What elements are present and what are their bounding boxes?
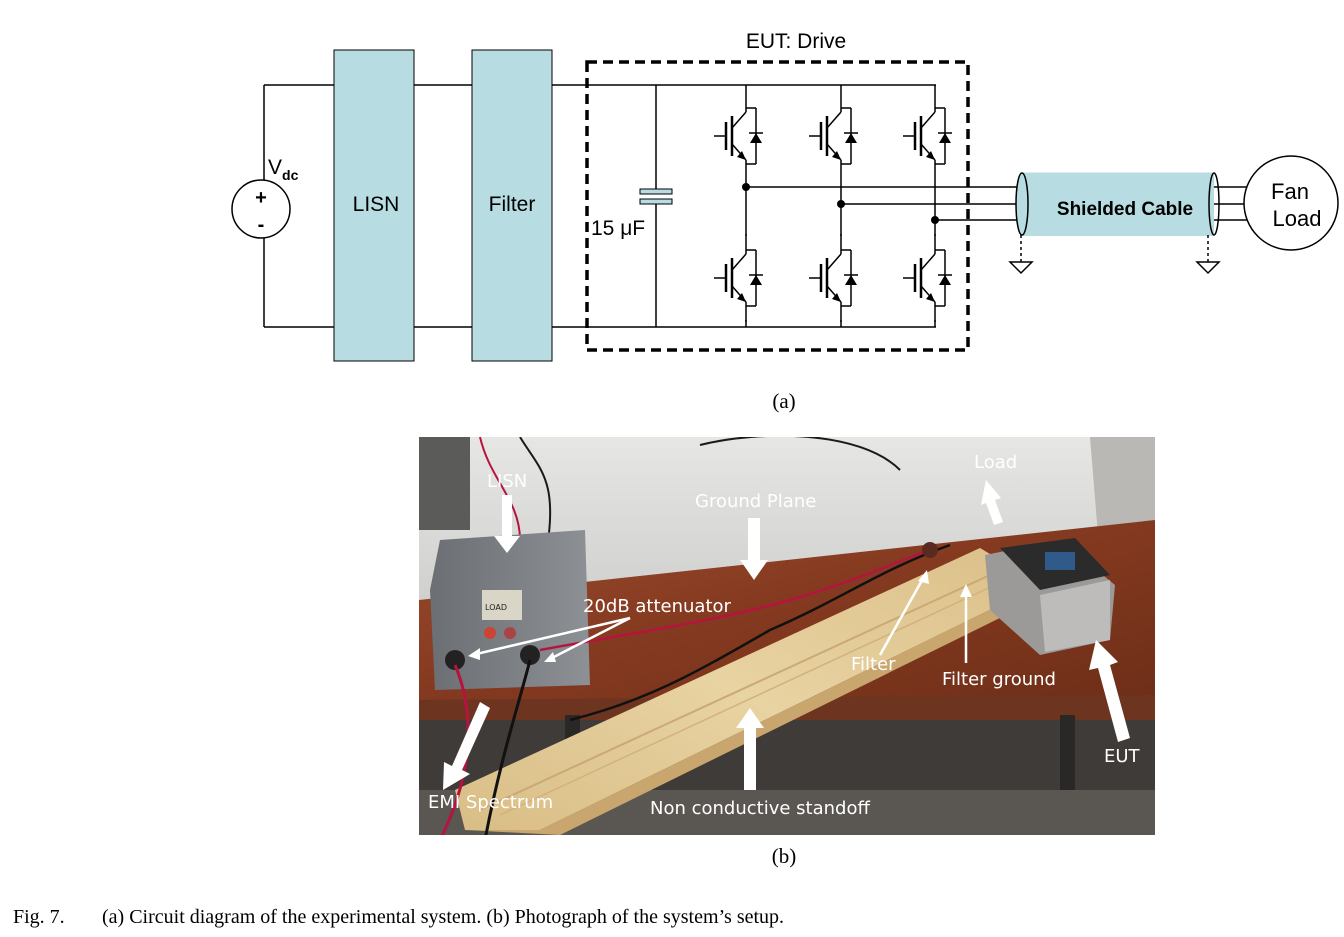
photo-label-eut: EUT xyxy=(1104,746,1141,767)
photo-label-attenuator: 20dB attenuator xyxy=(583,596,732,617)
photo-label-load: Load xyxy=(974,452,1017,473)
igbt-low-2 xyxy=(807,232,860,324)
filter-label: Filter xyxy=(489,193,536,216)
fan-load: Fan Load xyxy=(1243,155,1339,251)
arrow-ground-plane xyxy=(740,518,768,580)
igbt-high-1 xyxy=(712,90,765,182)
ground-symbol-right xyxy=(1196,234,1220,274)
lisn-block: LISN xyxy=(333,49,415,362)
photo-label-filter: Filter xyxy=(851,654,896,675)
arrow-lisn xyxy=(494,495,520,553)
photo-label-ground-plane: Ground Plane xyxy=(695,491,816,512)
eut-title: EUT: Drive xyxy=(746,30,846,53)
igbt-high-3 xyxy=(901,90,954,182)
photo-label-standoff: Non conductive standoff xyxy=(650,798,870,819)
lisn-sticker-text: LOAD xyxy=(485,603,507,612)
photo-label-lisn: LISN xyxy=(487,471,527,492)
subfigure-label-b: (b) xyxy=(772,844,797,868)
igbt-low-1 xyxy=(712,232,765,324)
arrow-load xyxy=(981,480,1003,525)
arrow-emi-spectrum xyxy=(443,702,490,790)
lisn-label: LISN xyxy=(353,193,400,216)
fan-label-line2: Load xyxy=(1273,206,1322,231)
igbt-low-3 xyxy=(901,232,954,324)
photo-annotations: LISN Ground Plane Load 20dB attenuator F… xyxy=(428,452,1141,819)
photo-label-emi-spectrum: EMI Spectrum xyxy=(428,792,553,813)
source-plus: + xyxy=(255,187,267,209)
fan-label-line1: Fan xyxy=(1271,179,1309,204)
inverter-bridge xyxy=(712,85,1020,327)
caption-text: (a) Circuit diagram of the experimental … xyxy=(102,906,784,928)
dc-source: + - Vdc xyxy=(231,156,299,239)
arrow-eut xyxy=(1089,640,1130,742)
setup-photograph: LOAD xyxy=(419,437,1155,835)
ground-symbol-left xyxy=(1009,234,1033,274)
shielded-cable: Shielded Cable xyxy=(1009,172,1247,274)
subfigure-label-a: (a) xyxy=(772,389,795,413)
photo-label-filter-ground: Filter ground xyxy=(942,669,1056,690)
dc-link-capacitor: 15 μF xyxy=(591,85,673,327)
capacitor-label: 15 μF xyxy=(591,217,645,240)
arrow-standoff xyxy=(736,708,764,790)
source-minus: - xyxy=(258,214,265,236)
caption-number: Fig. 7. xyxy=(13,906,65,928)
source-label: Vdc xyxy=(268,156,299,183)
shielded-cable-label: Shielded Cable xyxy=(1057,199,1193,220)
figure-caption: Fig. 7. (a) Circuit diagram of the exper… xyxy=(13,906,784,928)
eut-boundary xyxy=(585,60,970,352)
filter-block: Filter xyxy=(471,49,553,362)
circuit-diagram: + - Vdc LISN Filter EUT: Drive 15 μF xyxy=(231,30,1339,413)
igbt-high-2 xyxy=(807,90,860,182)
